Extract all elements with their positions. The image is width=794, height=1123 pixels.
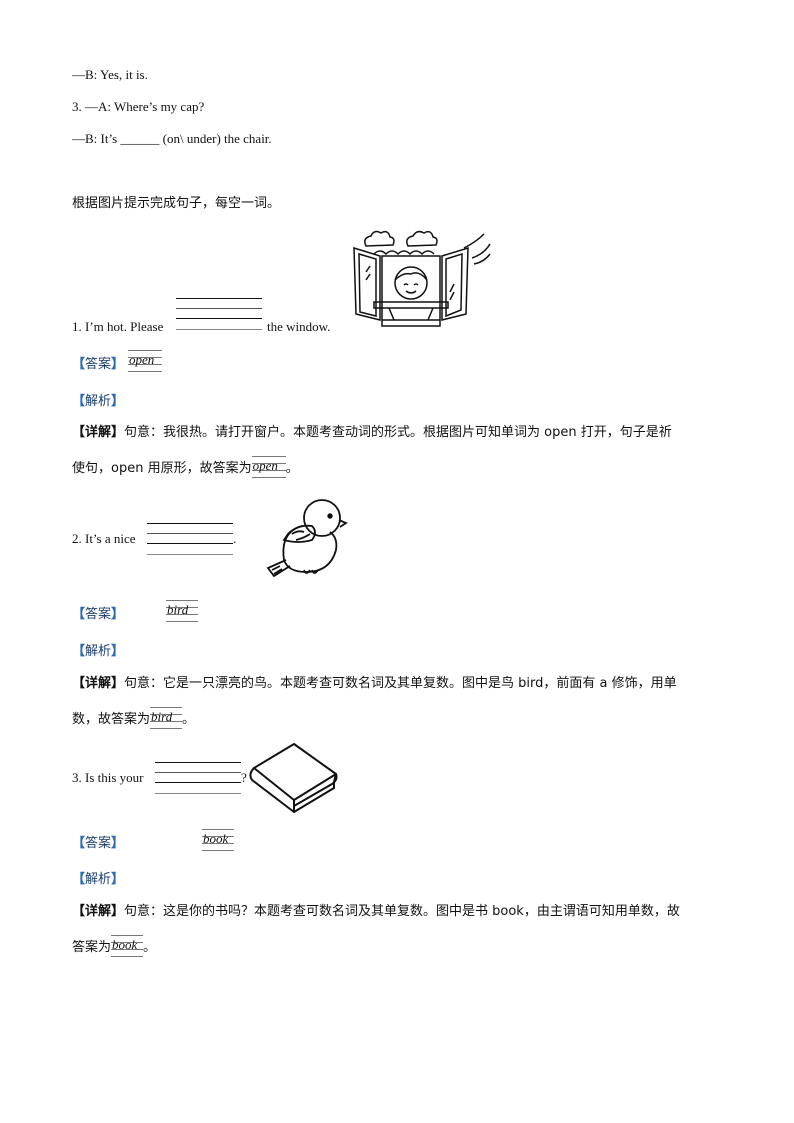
question-3-prefix: 3. Is this your [72, 770, 144, 785]
writing-line [155, 772, 241, 773]
question-3-answer-label: 【答案】 [72, 836, 125, 851]
writing-line [147, 533, 233, 534]
question-1-inline-answer: open [251, 456, 286, 478]
writing-line [176, 298, 262, 299]
question-2-writing-lines[interactable] [147, 523, 233, 556]
writing-line [147, 543, 233, 544]
question-3-writing-lines[interactable] [155, 762, 241, 795]
question-2-detail-line-1: 【详解】句意：它是一只漂亮的鸟。本题考查可数名词及其单复数。图中是鸟 bird，… [72, 676, 677, 691]
boy-opening-window-image [353, 230, 491, 327]
detail-label: 【详解】 [72, 425, 125, 440]
prev-q3-b-suffix: (on\ under) the chair. [162, 131, 272, 146]
book-image [249, 743, 338, 813]
question-2-analysis-label: 【解析】 [72, 644, 125, 659]
question-2-inline-answer: bird [150, 707, 183, 729]
question-2-answer-box: bird [166, 600, 198, 622]
writing-line [176, 318, 262, 319]
writing-line [176, 329, 262, 330]
question-1-answer-label: 【答案】 [72, 357, 125, 372]
detail-label: 【详解】 [72, 904, 125, 919]
question-1-analysis-label: 【解析】 [72, 394, 125, 409]
question-2-suffix: . [233, 531, 237, 546]
question-3-detail-line-1: 【详解】句意：这是你的书吗？本题考查可数名词及其单复数。图中是书 book，由主… [72, 904, 680, 919]
writing-line [155, 793, 241, 794]
question-3-inline-answer: book [111, 935, 144, 957]
writing-line [155, 762, 241, 763]
question-2-answer-label: 【答案】 [72, 607, 125, 622]
section-instruction: 根据图片提示完成句子，每空一词。 [72, 196, 281, 211]
question-3-suffix: ? [241, 770, 247, 785]
bird-image [266, 499, 348, 578]
prev-question-3-b: —B: It’s ______ (on\ under) the chair. [72, 131, 272, 147]
question-3-answer-box: book [202, 829, 234, 851]
question-1-suffix: the window. [267, 319, 331, 334]
prev-answer-b-yes: —B: Yes, it is. [72, 67, 148, 82]
question-1-answer: open [129, 352, 155, 367]
question-1-detail-line-1: 【详解】句意：我很热。请打开窗户。本题考查动词的形式。根据图片可知单词为 ope… [72, 425, 672, 440]
writing-line [155, 782, 241, 783]
question-1-prefix: 1. I’m hot. Please [72, 319, 164, 334]
writing-line [176, 308, 262, 309]
detail-label: 【详解】 [72, 676, 125, 691]
question-3-analysis-label: 【解析】 [72, 872, 125, 887]
question-1-writing-lines[interactable] [176, 298, 262, 331]
prev-q3-blank[interactable]: ______ [120, 131, 160, 146]
question-2-prefix: 2. It’s a nice [72, 531, 136, 546]
writing-line [147, 554, 233, 555]
question-1-answer-box: open [128, 350, 162, 372]
prev-question-3-a: 3. —A: Where’s my cap? [72, 99, 205, 114]
writing-line [147, 523, 233, 524]
prev-q3-b-prefix: —B: It’s [72, 131, 118, 146]
question-3-answer: book [203, 831, 229, 846]
question-2-answer: bird [167, 602, 189, 617]
